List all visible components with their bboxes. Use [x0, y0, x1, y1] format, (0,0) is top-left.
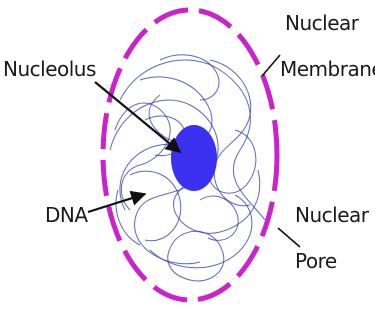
- pore-label-line2: Pore: [295, 249, 337, 273]
- pore-leader: [278, 228, 300, 247]
- dna-label: DNA: [45, 203, 88, 227]
- membrane-label-line1: Nuclear: [285, 11, 360, 35]
- membrane-label-line2: Membrane: [280, 57, 375, 81]
- nucleolus-body: [171, 125, 217, 191]
- membrane-leader: [262, 55, 280, 76]
- pore-label-line1: Nuclear: [295, 203, 370, 227]
- nucleolus-label: Nucleolus: [3, 57, 96, 81]
